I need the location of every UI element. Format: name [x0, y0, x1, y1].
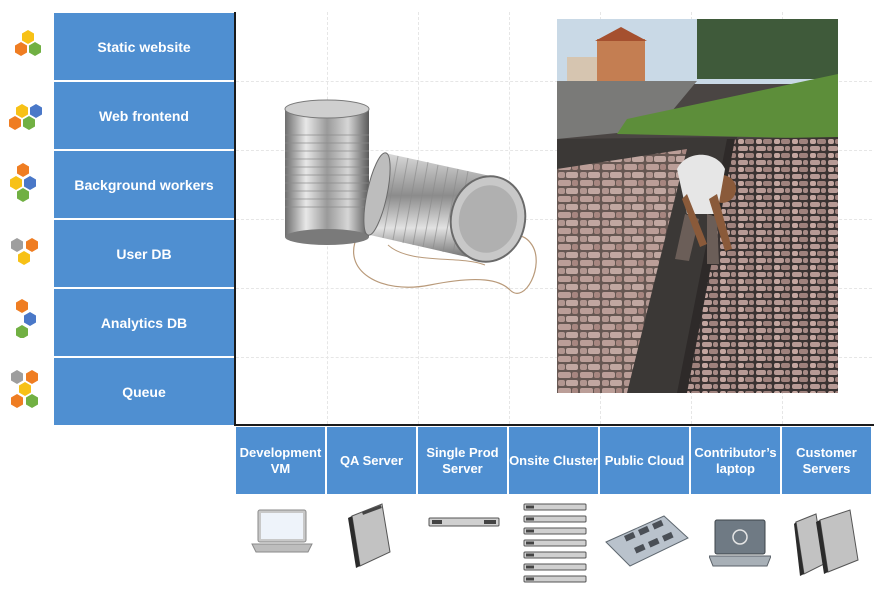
row-label-user-db: User DB [54, 220, 234, 287]
column-label-development-vm: Development VM [236, 427, 325, 494]
hexagon-cluster-icon [11, 370, 38, 408]
grid-line [236, 288, 872, 289]
hexagon-cluster-icon [16, 299, 36, 338]
grid-line [236, 150, 872, 151]
column-label-single-prod-server: Single Prod Server [418, 427, 507, 494]
column-label-onsite-cluster: Onsite Cluster [509, 427, 598, 494]
column-label-qa-server: QA Server [327, 427, 416, 494]
grid-line [236, 81, 872, 82]
hexagon-cluster-icon [11, 238, 38, 265]
row-label-web-frontend: Web frontend [54, 82, 234, 149]
paving-worker-image [557, 19, 838, 393]
rack-server-image [428, 517, 500, 527]
column-label-customer-servers: Customer Servers [782, 427, 871, 494]
column-label-public-cloud: Public Cloud [600, 427, 689, 494]
row-label-static-website: Static website [54, 13, 234, 80]
blade-server-image [348, 503, 391, 568]
dual-blade-server-image [794, 509, 859, 576]
server-stack-image [523, 503, 587, 583]
row-label-background-workers: Background workers [54, 151, 234, 218]
horizontal-axis [234, 424, 874, 426]
hexagon-cluster-icon [15, 30, 41, 56]
grid-line [236, 219, 872, 220]
grid-line [236, 357, 872, 358]
tin-can-phone-image [284, 99, 537, 294]
hexagon-cluster-icon [9, 104, 42, 130]
row-label-queue: Queue [54, 358, 234, 425]
silver-laptop-image [251, 509, 313, 553]
column-label-contributors-laptop: Contributor’s laptop [691, 427, 780, 494]
dell-laptop-image [709, 519, 771, 567]
hexagon-cluster-icon [10, 163, 36, 202]
server-motherboard-image [605, 515, 689, 567]
vertical-axis [234, 12, 236, 426]
row-label-analytics-db: Analytics DB [54, 289, 234, 356]
